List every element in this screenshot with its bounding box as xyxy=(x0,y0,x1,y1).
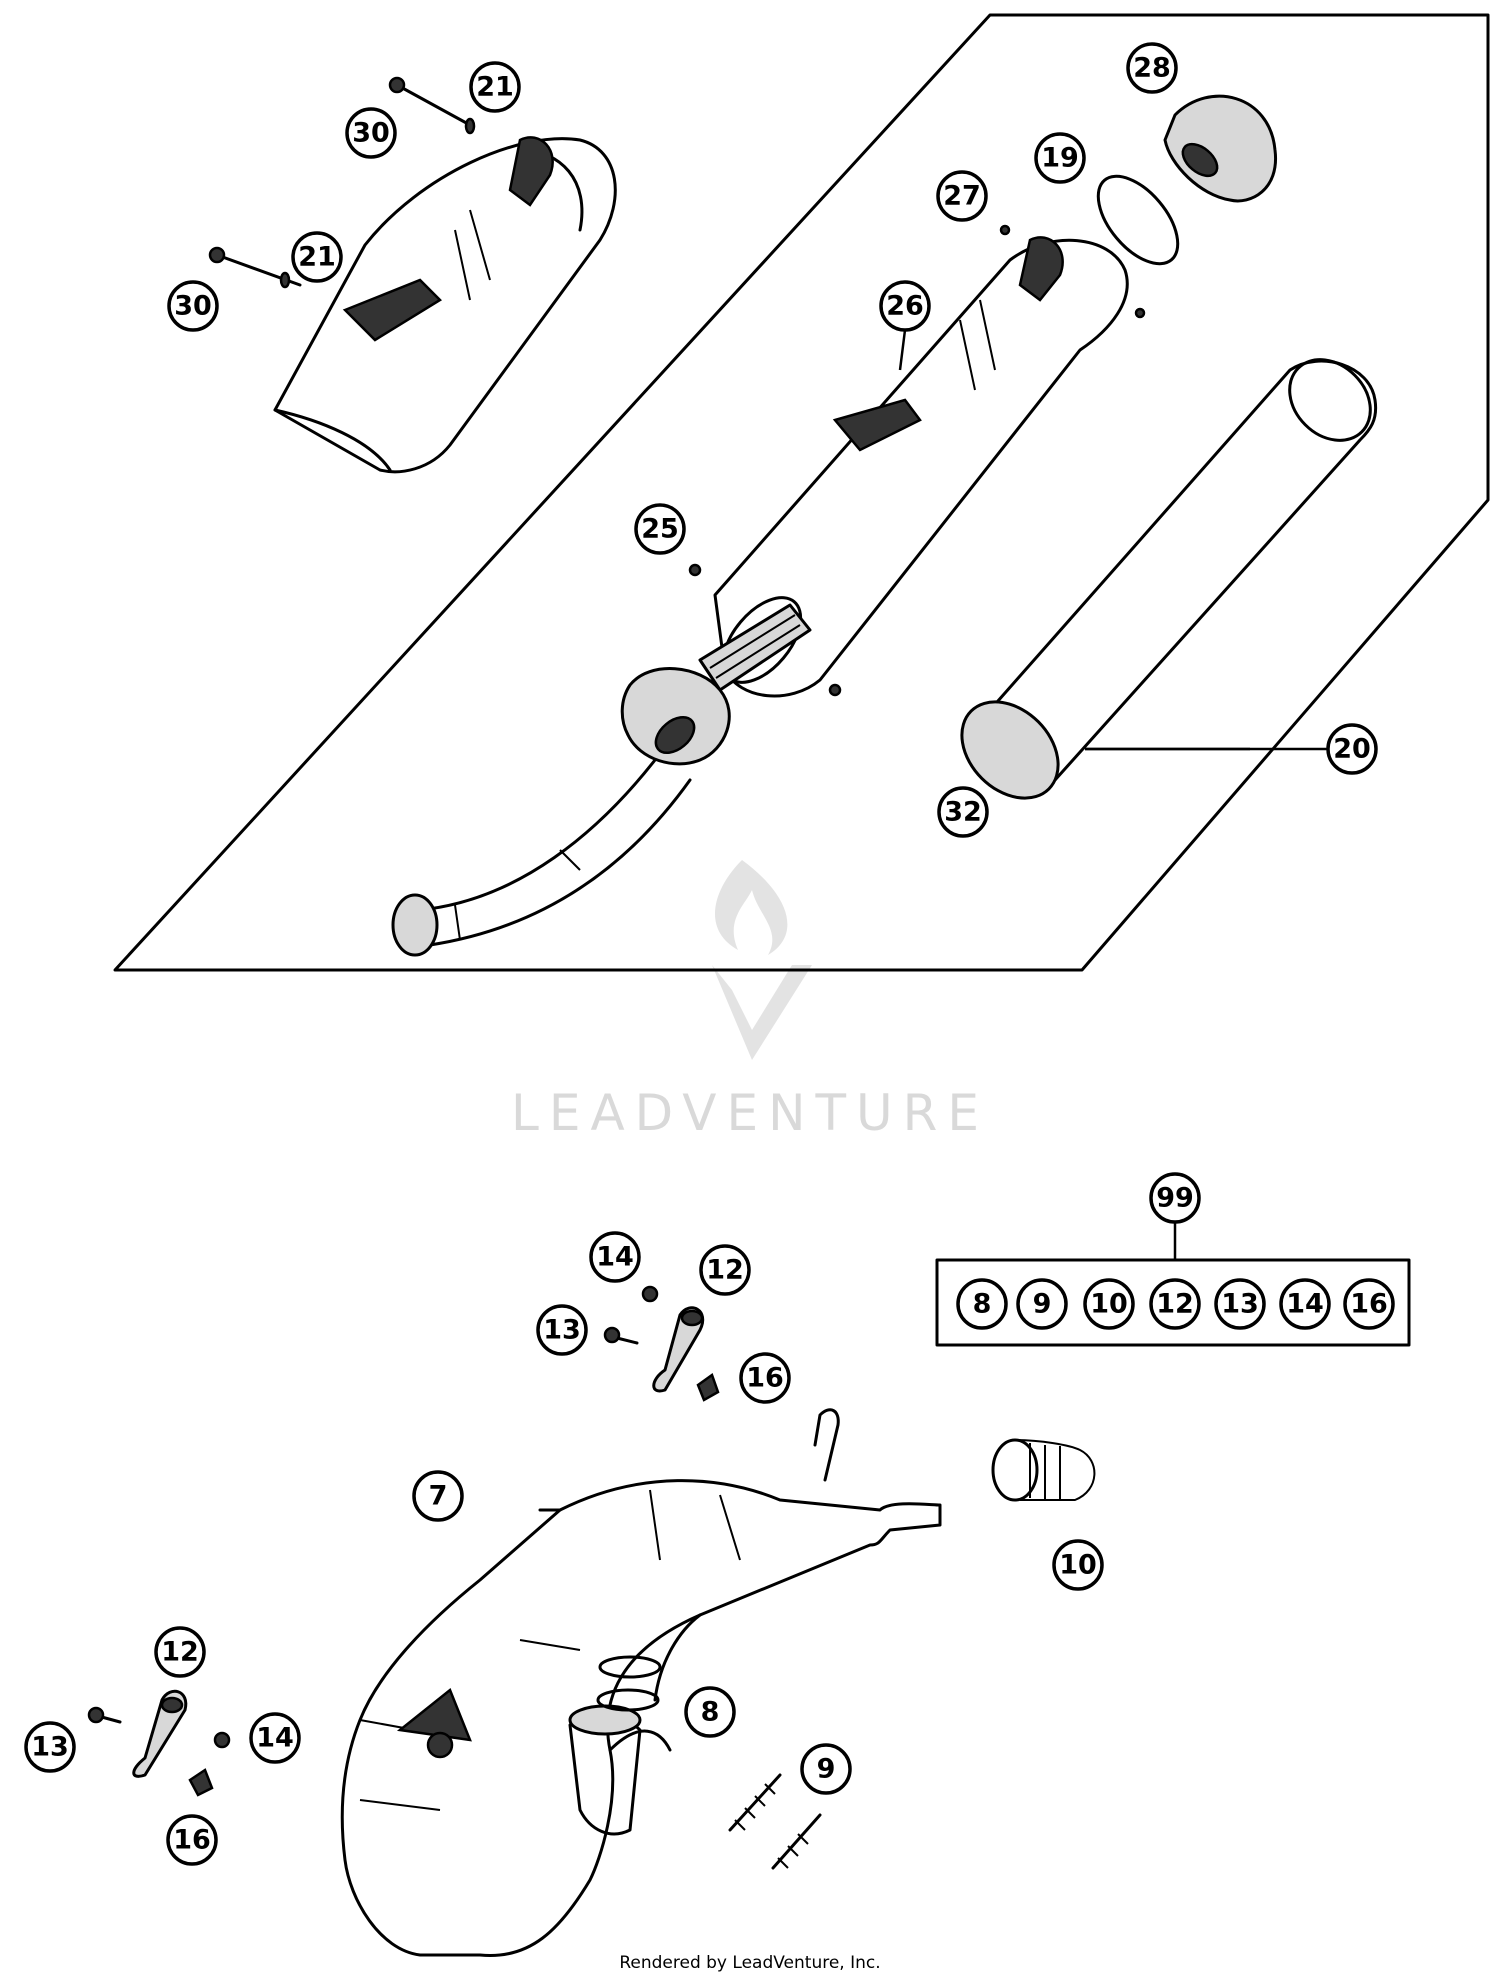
callout-12-lower: 12 xyxy=(154,1626,206,1678)
callout-28: 28 xyxy=(1126,42,1178,94)
callout-19: 19 xyxy=(1034,132,1086,184)
svg-text:26: 26 xyxy=(886,291,924,322)
callout-25: 25 xyxy=(634,503,686,555)
svg-text:13: 13 xyxy=(31,1732,69,1763)
svg-text:13: 13 xyxy=(1221,1289,1259,1320)
svg-text:21: 21 xyxy=(476,72,514,103)
callout-8: 8 xyxy=(684,1686,736,1738)
svg-text:16: 16 xyxy=(746,1363,784,1394)
callout-32: 32 xyxy=(937,786,989,838)
callout-7: 7 xyxy=(412,1470,464,1522)
svg-text:14: 14 xyxy=(596,1242,634,1273)
svg-text:30: 30 xyxy=(352,118,390,149)
callout-10: 10 xyxy=(1052,1539,1104,1591)
svg-text:8: 8 xyxy=(701,1697,720,1728)
spring-10 xyxy=(991,1438,1096,1502)
svg-text:27: 27 xyxy=(943,181,981,212)
silencer-inlet-pipe xyxy=(391,603,812,957)
screw-30-upper xyxy=(388,76,476,135)
kit-item-16: 16 xyxy=(1343,1278,1395,1330)
screw-30-lower xyxy=(208,246,302,289)
svg-text:16: 16 xyxy=(1350,1289,1388,1320)
kit-item-13: 13 xyxy=(1214,1278,1266,1330)
svg-text:12: 12 xyxy=(706,1255,744,1286)
footer-credit: Rendered by LeadVenture, Inc. xyxy=(619,1953,880,1973)
svg-text:13: 13 xyxy=(543,1315,581,1346)
exhaust-pipe-7 xyxy=(340,1408,942,1958)
callout-9: 9 xyxy=(800,1743,852,1795)
callout-14-upper: 14 xyxy=(589,1231,641,1283)
svg-text:9: 9 xyxy=(1033,1289,1052,1320)
svg-text:21: 21 xyxy=(298,242,336,273)
callout-12-upper: 12 xyxy=(699,1244,751,1296)
svg-text:14: 14 xyxy=(256,1723,294,1754)
svg-text:10: 10 xyxy=(1059,1550,1097,1581)
callout-27: 27 xyxy=(936,170,988,222)
svg-text:28: 28 xyxy=(1133,53,1171,84)
silencer-housing-detail xyxy=(273,136,617,474)
svg-text:8: 8 xyxy=(973,1289,992,1320)
callout-21-upper: 21 xyxy=(469,61,521,113)
kit-item-12: 12 xyxy=(1149,1278,1201,1330)
callout-21-lower: 21 xyxy=(291,231,343,283)
svg-text:19: 19 xyxy=(1041,143,1079,174)
callout-13-lower: 13 xyxy=(24,1721,76,1773)
kit-item-14: 14 xyxy=(1279,1278,1331,1330)
callout-99: 99 xyxy=(1149,1172,1201,1224)
svg-text:12: 12 xyxy=(1156,1289,1194,1320)
rivet-27-b xyxy=(1134,307,1146,319)
clamp-assembly-lower xyxy=(87,1689,231,1797)
svg-text:20: 20 xyxy=(1333,734,1371,765)
svg-text:99: 99 xyxy=(1156,1183,1194,1214)
svg-text:14: 14 xyxy=(1286,1289,1324,1320)
callout-16-upper: 16 xyxy=(739,1352,791,1404)
callout-13-upper: 13 xyxy=(536,1304,588,1356)
springs-9 xyxy=(728,1773,822,1870)
end-cap-28 xyxy=(1163,94,1277,203)
watermark-brand: LEADVENTURE xyxy=(511,1084,989,1142)
rivet-25-a xyxy=(688,563,702,577)
o-ring-19 xyxy=(1096,174,1180,266)
svg-text:12: 12 xyxy=(161,1637,199,1668)
svg-text:7: 7 xyxy=(429,1481,448,1512)
silencer-frame xyxy=(113,13,1490,972)
callout-16-lower: 16 xyxy=(166,1814,218,1866)
silencer-body-26 xyxy=(713,236,1129,698)
leadventure-watermark: LEADVENTURE xyxy=(511,860,989,1142)
clamp-assembly-upper xyxy=(603,1285,720,1402)
kit-item-8: 8 xyxy=(956,1278,1008,1330)
leader-26 xyxy=(898,329,907,371)
kit-99-box xyxy=(935,1222,1411,1347)
svg-text:32: 32 xyxy=(944,797,982,828)
outer-tube-20 xyxy=(960,358,1378,800)
callout-20: 20 xyxy=(1326,723,1378,775)
svg-text:30: 30 xyxy=(174,291,212,322)
kit-item-9: 9 xyxy=(1016,1278,1068,1330)
o-ring-8-b xyxy=(596,1688,660,1712)
callout-30-upper: 30 xyxy=(345,107,397,159)
svg-text:25: 25 xyxy=(641,514,679,545)
callout-26: 26 xyxy=(879,280,931,332)
rivet-25-b xyxy=(828,683,842,697)
callout-14-lower: 14 xyxy=(249,1712,301,1764)
kit-item-10: 10 xyxy=(1083,1278,1135,1330)
callout-30-lower: 30 xyxy=(167,280,219,332)
rivet-27 xyxy=(999,224,1011,236)
o-ring-8-a xyxy=(598,1655,662,1679)
svg-text:16: 16 xyxy=(173,1825,211,1856)
svg-text:9: 9 xyxy=(817,1754,836,1785)
svg-text:10: 10 xyxy=(1090,1289,1128,1320)
